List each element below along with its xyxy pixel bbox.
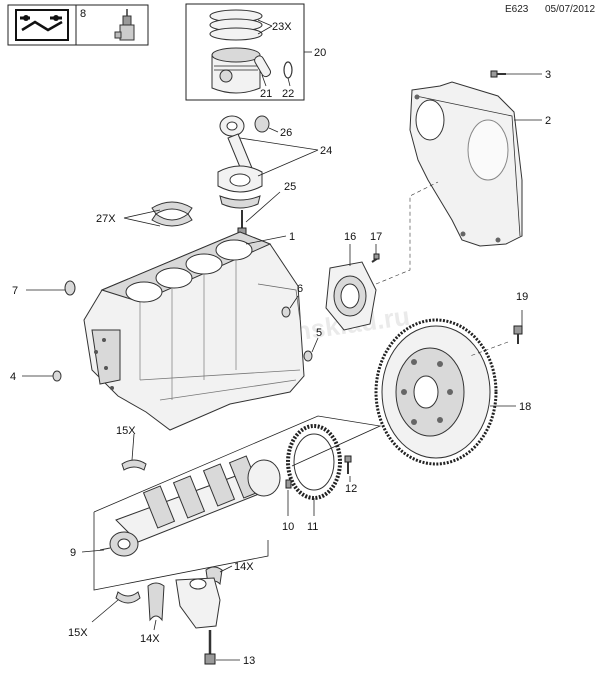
callout-20: 20 bbox=[314, 47, 326, 59]
callout-22: 22 bbox=[282, 88, 294, 100]
callout-15-bottom: 15X bbox=[68, 627, 88, 639]
diagram-date: 05/07/2012 bbox=[545, 4, 596, 15]
callout-19: 19 bbox=[516, 291, 528, 303]
dowel-pin bbox=[285, 479, 292, 489]
upper-main-bearing bbox=[121, 459, 147, 471]
wrench-book-icon bbox=[15, 9, 69, 41]
callout-14-right: 14X bbox=[234, 561, 254, 573]
callout-27: 27X bbox=[96, 213, 116, 225]
callout-24: 24 bbox=[320, 145, 332, 157]
callout-11: 11 bbox=[307, 521, 318, 533]
rear-cover-plate bbox=[409, 81, 523, 247]
diagram-ref: E623 bbox=[505, 4, 529, 15]
callout-13: 13 bbox=[243, 655, 255, 667]
bearing-cap bbox=[175, 577, 221, 629]
glue-tube-icon bbox=[114, 9, 135, 41]
callout-3: 3 bbox=[545, 69, 551, 81]
piston bbox=[211, 47, 261, 94]
callout-4: 4 bbox=[10, 371, 16, 383]
reluctor-ring bbox=[286, 424, 342, 500]
piston-pin bbox=[254, 55, 271, 78]
flywheel bbox=[374, 318, 498, 466]
callout-7: 7 bbox=[12, 285, 18, 297]
piston-rings bbox=[209, 9, 263, 41]
callout-23: 23X bbox=[272, 21, 292, 33]
callout-9: 9 bbox=[70, 547, 76, 559]
plug-4 bbox=[52, 370, 62, 382]
screw-12 bbox=[344, 455, 352, 474]
callout-25: 25 bbox=[284, 181, 296, 193]
callout-18: 18 bbox=[519, 401, 531, 413]
cylinder-block bbox=[83, 231, 305, 431]
flywheel-bolt bbox=[513, 325, 523, 344]
callout-17: 17 bbox=[370, 231, 382, 243]
cap-bolt bbox=[204, 630, 216, 665]
callout-15-top: 15X bbox=[116, 425, 136, 437]
rod-bearing-shells bbox=[151, 201, 193, 227]
icon-box: 8 bbox=[7, 4, 149, 46]
plug-7 bbox=[64, 280, 76, 296]
callout-10: 10 bbox=[282, 521, 294, 533]
plug-6 bbox=[281, 306, 291, 318]
callout-5: 5 bbox=[316, 327, 322, 339]
screw-17 bbox=[371, 253, 380, 263]
bolt-3 bbox=[490, 70, 506, 78]
connecting-rod bbox=[217, 115, 263, 209]
callout-26: 26 bbox=[280, 127, 292, 139]
rod-bolt bbox=[237, 210, 247, 235]
callout-14-bottom: 14X bbox=[140, 633, 160, 645]
callout-21: 21 bbox=[260, 88, 272, 100]
lower-main-bearing bbox=[115, 591, 141, 604]
callout-2: 2 bbox=[545, 115, 551, 127]
callout-12: 12 bbox=[345, 483, 357, 495]
piston-assembly-box: 23X 21 22 20 bbox=[185, 3, 326, 101]
rear-oil-seal bbox=[325, 261, 377, 331]
callout-6: 6 bbox=[297, 283, 303, 295]
callout-8: 8 bbox=[80, 8, 86, 20]
plug-5 bbox=[303, 350, 313, 362]
callout-16: 16 bbox=[344, 231, 356, 243]
small-end-bush bbox=[254, 115, 270, 133]
crankshaft bbox=[99, 455, 281, 557]
circlip bbox=[283, 61, 293, 79]
callout-1: 1 bbox=[289, 231, 295, 243]
